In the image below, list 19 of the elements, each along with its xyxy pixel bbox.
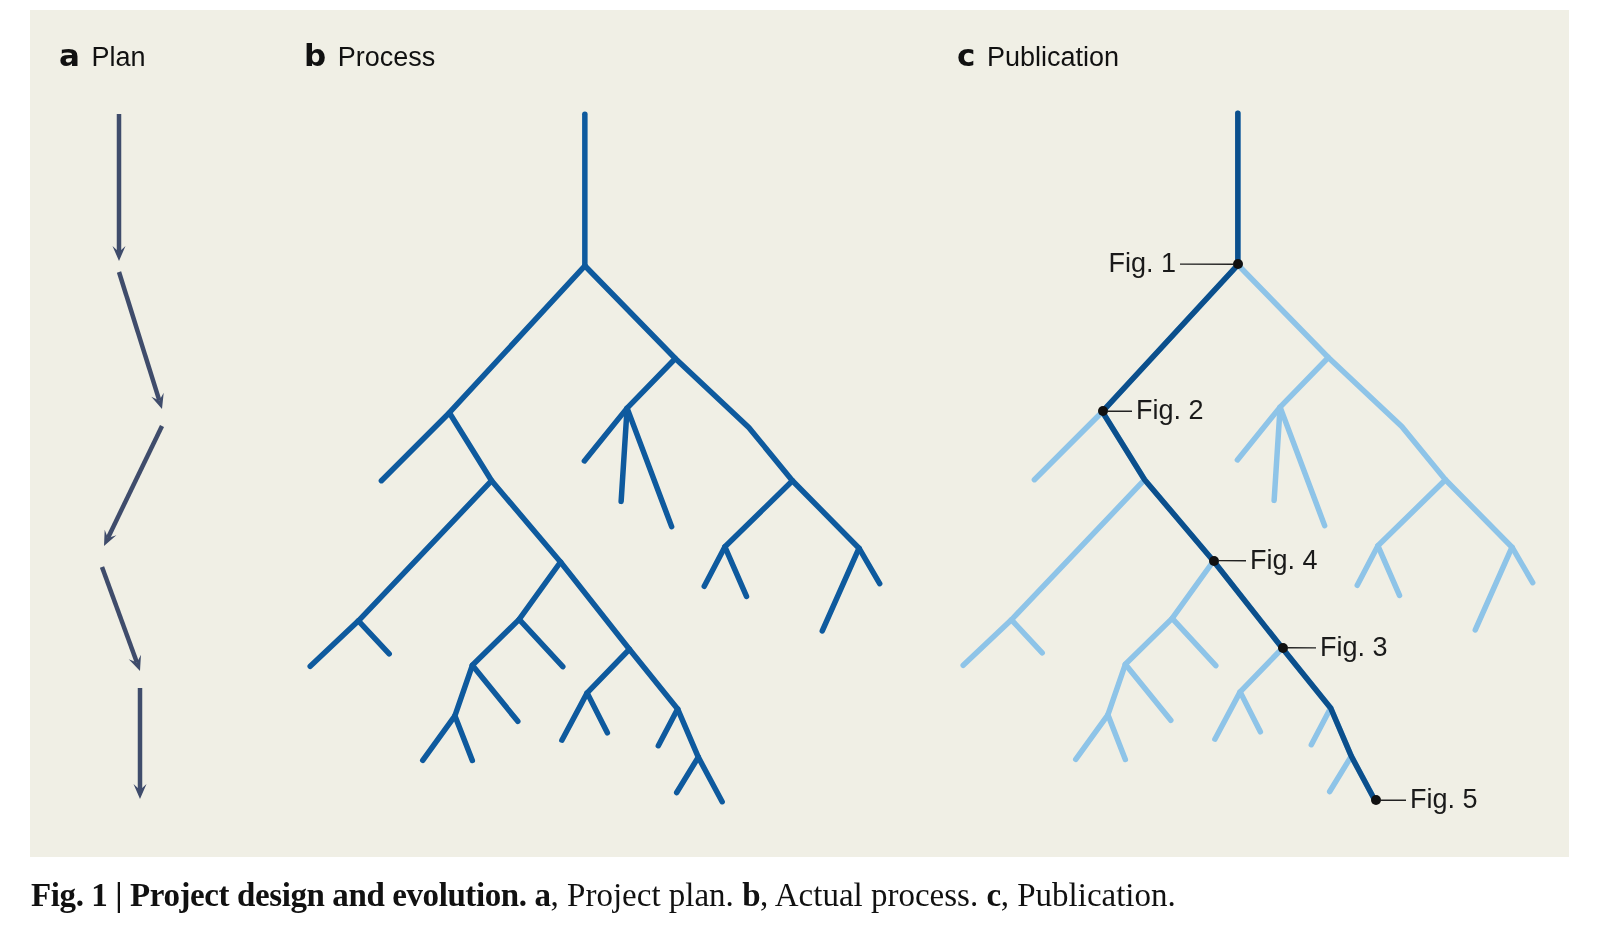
junction-dot <box>1097 406 1108 417</box>
callout-label: Fig. 1 <box>1108 248 1176 280</box>
leader-line <box>1179 263 1234 265</box>
junction-dot <box>1208 555 1219 566</box>
panel-heading: a Plan <box>59 37 146 75</box>
callout-label: Fig. 4 <box>1250 545 1318 577</box>
leader-line <box>1218 559 1247 562</box>
leader-line <box>1379 799 1407 801</box>
callout-label: Fig. 5 <box>1410 784 1478 816</box>
leader-line <box>1107 410 1133 412</box>
leader-line <box>1287 647 1317 649</box>
junction-dot <box>1370 795 1381 806</box>
callout-label: Fig. 3 <box>1320 632 1388 664</box>
panel-heading: c Publication <box>957 37 1119 75</box>
figure-caption: Fig. 1 | Project design and evolution. a, Project plan. b, Actual process. c, Publication. <box>31 876 1176 916</box>
junction-dot <box>1277 642 1288 653</box>
junction-dot <box>1233 259 1244 270</box>
panel-heading: b Process <box>304 37 436 75</box>
callout-label: Fig. 2 <box>1136 395 1204 427</box>
